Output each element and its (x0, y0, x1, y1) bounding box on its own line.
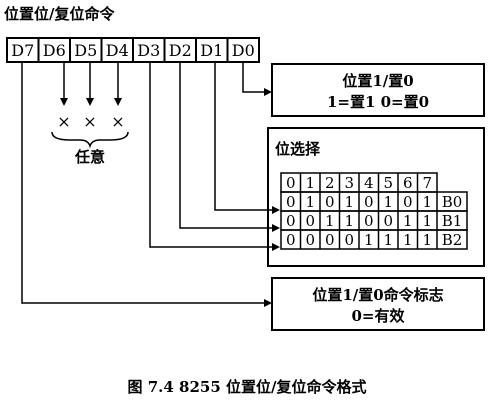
d1-connector (214, 62, 280, 214)
figure-caption: 图 7.4 8255 位置位/复位命令格式 (128, 378, 367, 396)
bit-select-cell: 1 (422, 212, 432, 230)
bit-select-cell: 1 (422, 193, 432, 211)
bit-select-cell: 1 (344, 193, 354, 211)
bit-select-cell: 0 (403, 193, 413, 211)
bit-select-cell: 0 (286, 212, 296, 230)
bit-select-row-label: B2 (442, 231, 463, 249)
bit-select-header-cell: 4 (364, 174, 374, 192)
dont-care-mark-d4: × (111, 112, 124, 131)
bit-label-d0: D0 (232, 41, 255, 60)
bit-select-cell: 0 (305, 212, 315, 230)
bit-select-header-cell: 6 (403, 174, 413, 192)
bit-register: D7 D6 D5 D4 D3 D2 D1 D0 (6, 37, 260, 63)
bit-select-cell: 1 (383, 231, 393, 249)
bit-select-cell: 0 (286, 193, 296, 211)
bit-select-header-cell: 1 (305, 174, 315, 192)
bit-select-header-cell: 5 (383, 174, 393, 192)
d3-connector (149, 62, 280, 251)
bit-select-cell: 0 (364, 193, 374, 211)
bit-select-cell: 1 (403, 231, 413, 249)
bit-label-d1: D1 (200, 41, 223, 60)
bit-label-d5: D5 (74, 41, 97, 60)
bit-select-cell: 1 (422, 231, 432, 249)
bit-select-cell: 1 (344, 212, 354, 230)
bit-select-cell: 1 (305, 193, 315, 211)
flag-box: 位置1/置0命令标志 0=有效 (271, 277, 485, 331)
bit-select-cell: 0 (364, 212, 374, 230)
flag-line2: 0=有效 (351, 307, 405, 325)
bit-select-cell: 0 (344, 231, 354, 249)
d2-connector (179, 62, 280, 232)
bit-select-cell: 1 (403, 212, 413, 230)
bit-select-header-cell: 7 (422, 174, 432, 192)
bit-select-header-cell: 0 (286, 174, 296, 192)
bit-select-cell: 1 (364, 231, 374, 249)
bit-select-cell: 0 (383, 212, 393, 230)
set-reset-line2: 1=置1 0=置0 (327, 93, 429, 111)
dont-care-mark-d5: × (83, 112, 96, 131)
set-reset-box: 位置1/置0 1=置1 0=置0 (271, 63, 485, 117)
diagram-title: 位置位/复位命令 (4, 5, 115, 23)
bit-select-cell: 0 (325, 193, 335, 211)
set-reset-line1: 位置1/置0 (342, 72, 413, 90)
bit-label-d4: D4 (106, 41, 129, 60)
bit-select-cell: 0 (325, 231, 335, 249)
bit-label-d2: D2 (169, 41, 192, 60)
d7-connector (21, 62, 272, 307)
bit-label-d6: D6 (43, 41, 66, 60)
bit-label-d7: D7 (11, 41, 34, 60)
d0-connector (242, 62, 272, 96)
bit-select-cell: 0 (286, 231, 296, 249)
bit-select-header-cell: 3 (344, 174, 354, 192)
flag-line1: 位置1/置0命令标志 (312, 286, 443, 304)
bit-select-header-cell: 2 (325, 174, 335, 192)
dont-care-mark-d6: × (57, 112, 70, 131)
bit-select-title: 位选择 (275, 140, 321, 158)
dont-care-label: 任意 (74, 148, 105, 166)
bit-select-cell: 0 (305, 231, 315, 249)
bit-label-d3: D3 (137, 41, 160, 60)
bit-select-cell: 1 (383, 193, 393, 211)
bit-select-row-label: B1 (442, 212, 463, 230)
dont-care-brace (51, 131, 129, 149)
dont-care-lines (60, 62, 122, 106)
bit-select-row-label: B0 (442, 193, 463, 211)
bit-select-cell: 1 (325, 212, 335, 230)
